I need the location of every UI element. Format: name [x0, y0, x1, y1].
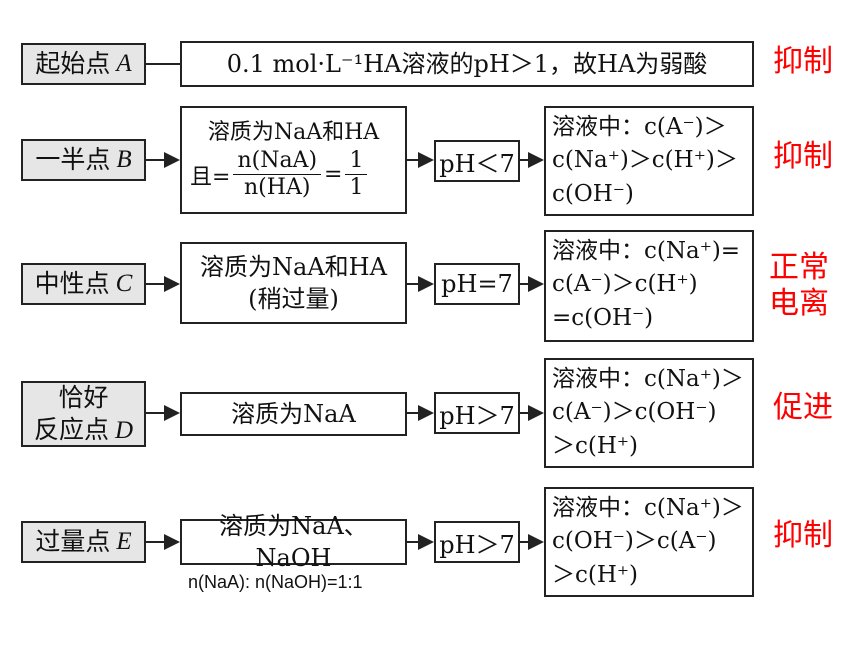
- result-line: c(A⁻)＞c(H⁺): [552, 271, 698, 298]
- ratio-value: 1 1: [345, 148, 368, 202]
- point-a-verdict: 抑制: [773, 44, 833, 79]
- point-b-verdict: 抑制: [773, 139, 833, 174]
- point-c-ph: pH=7: [434, 263, 520, 305]
- solute-text: 溶质为NaA和HA: [207, 120, 380, 145]
- label-line: 恰好: [58, 383, 109, 413]
- point-d-result: 溶液中：c(Na⁺)＞ c(A⁻)＞c(OH⁻) ＞c(H⁺): [544, 358, 754, 468]
- point-c-solute: 溶质为NaA和HA (稍过量): [180, 242, 407, 324]
- point-b-ph: pH＜7: [434, 140, 520, 182]
- result-line: 溶液中：c(Na⁺)=: [552, 238, 741, 264]
- point-e-solute: 溶质为NaA、NaOH: [180, 512, 407, 572]
- solute-extra: (稍过量): [248, 285, 339, 313]
- ratio-fraction: n(NaA) n(HA): [233, 148, 322, 202]
- point-e-verdict: 抑制: [773, 518, 833, 553]
- label-line: 反应点: [33, 414, 109, 444]
- result-line: c(A⁻)＞c(OH⁻): [552, 399, 717, 426]
- ratio-note: n(NaA): n(NaOH)=1:1: [188, 572, 363, 592]
- point-c-verdict: 正常电离: [769, 250, 829, 321]
- point-e-ph: pH＞7: [434, 521, 520, 563]
- point-b-solute: 溶质为NaA和HA 且= n(NaA) n(HA) = 1 1: [180, 106, 407, 214]
- result-line: ＞c(H⁺): [552, 432, 639, 459]
- ratio-value-denominator: 1: [349, 175, 364, 201]
- ratio-equals: =: [324, 162, 343, 188]
- point-e-result: 溶液中：c(Na⁺)＞ c(OH⁻)＞c(A⁻) ＞c(H⁺): [544, 487, 754, 597]
- result-line: 溶液中：c(Na⁺)＞: [552, 366, 744, 392]
- result-line: c(OH⁻): [552, 180, 634, 207]
- point-c-result: 溶液中：c(Na⁺)= c(A⁻)＞c(H⁺) =c(OH⁻): [544, 230, 754, 342]
- ratio-numerator: n(NaA): [233, 148, 322, 176]
- result-line: =c(OH⁻): [552, 304, 654, 331]
- result-line: ＞c(H⁺): [552, 561, 639, 588]
- ratio-prefix: 且=: [190, 164, 231, 190]
- point-d-ph: pH＞7: [434, 392, 520, 434]
- point-d-solute: 溶质为NaA: [180, 392, 407, 436]
- point-d-verdict: 促进: [773, 390, 833, 425]
- result-line: c(OH⁻)＞c(A⁻): [552, 528, 717, 555]
- result-line: c(Na⁺)＞c(H⁺)＞: [552, 147, 738, 174]
- result-line: 溶液中：c(A⁻)＞: [552, 114, 727, 140]
- point-b-result: 溶液中：c(A⁻)＞ c(Na⁺)＞c(H⁺)＞ c(OH⁻): [544, 106, 754, 216]
- ratio-denominator: n(HA): [244, 175, 311, 201]
- ratio-value-numerator: 1: [345, 148, 368, 176]
- ratio-expression: 且= n(NaA) n(HA) = 1 1: [182, 148, 405, 202]
- result-line: 溶液中：c(Na⁺)＞: [552, 495, 744, 521]
- solute-text: 溶质为NaA和HA: [200, 252, 387, 281]
- point-a-condition: 0.1 mol·L⁻¹HA溶液的pH＞1，故HA为弱酸: [180, 41, 754, 87]
